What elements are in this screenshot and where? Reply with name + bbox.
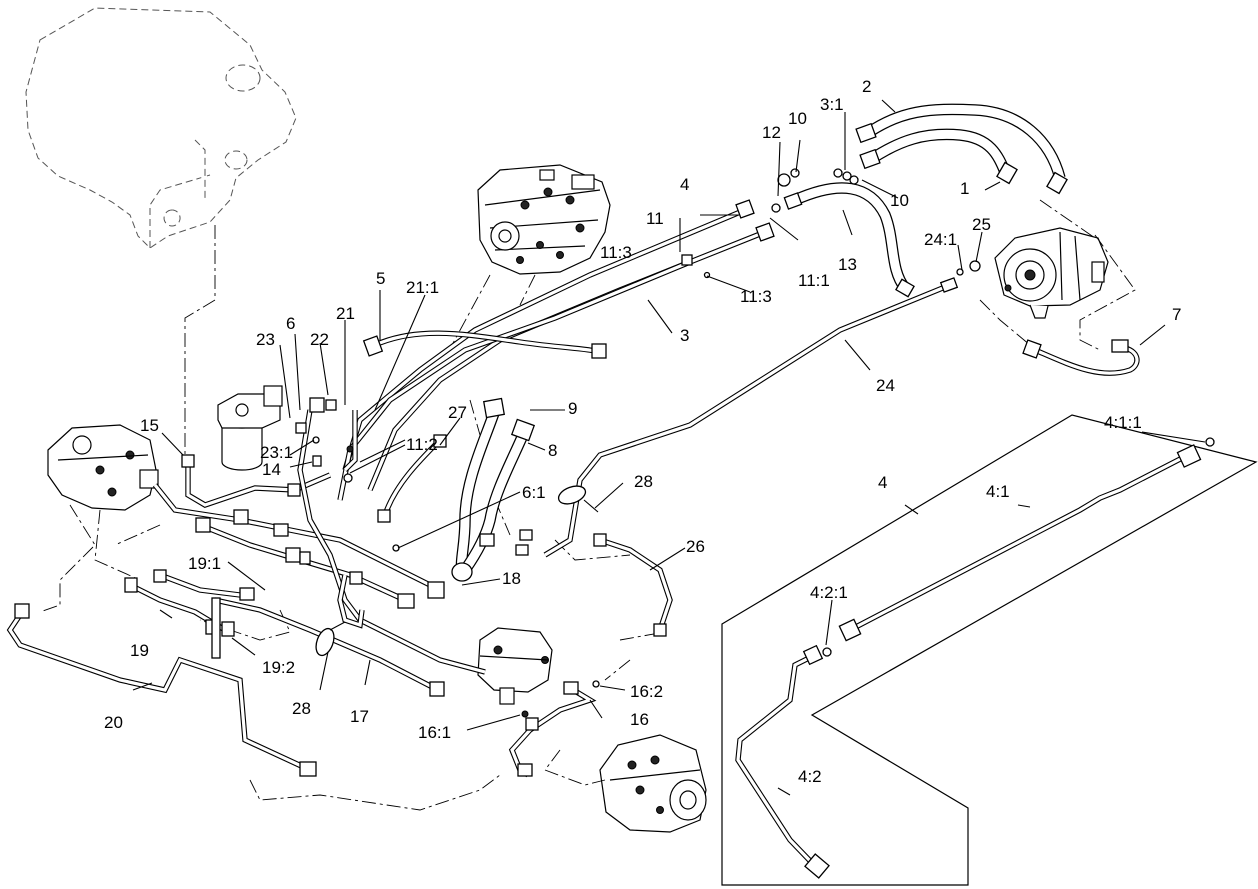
callout-21-1: 21:1 (406, 278, 439, 297)
callout-28-b: 28 (292, 699, 311, 718)
detail-callout-4-1-1: 4:1:1 (1104, 413, 1142, 432)
callout-5: 5 (376, 269, 385, 288)
callout-11: 11 (646, 209, 664, 228)
callout-2: 2 (862, 77, 871, 96)
detail-callout-4-1: 4:1 (986, 482, 1010, 501)
callout-14: 14 (262, 460, 281, 479)
hydraulic-tank-outline (25, 7, 297, 249)
fittings (14, 122, 1129, 777)
callout-12: 12 (762, 123, 781, 142)
callout-11-1: 11:1 (798, 271, 830, 290)
callout-25: 25 (972, 215, 991, 234)
callout-28-a: 28 (634, 472, 653, 491)
callout-1: 1 (960, 179, 969, 198)
detail-callout-4-2: 4:2 (798, 767, 822, 786)
detail-callout-4-2-1: 4:2:1 (810, 583, 848, 602)
right-hydraulic-motor (994, 227, 1109, 319)
callout-3: 3 (680, 326, 689, 345)
callout-22: 22 (310, 330, 329, 349)
detail-callout-4: 4 (878, 473, 887, 492)
callout-23: 23 (256, 330, 275, 349)
detail-callout-labels: 4 4:1 4:1:1 4:2 4:2:1 (798, 413, 1142, 786)
callout-10-a: 10 (788, 109, 807, 128)
callout-27: 27 (448, 403, 467, 422)
callout-13: 13 (838, 255, 857, 274)
callout-15: 15 (140, 416, 159, 435)
bottom-valve-block (477, 627, 553, 705)
callout-6: 6 (286, 314, 295, 333)
alignment-centerlines (39, 199, 1136, 811)
callout-16-2: 16:2 (630, 682, 663, 701)
callout-26: 26 (686, 537, 705, 556)
callout-19: 19 (130, 641, 149, 660)
callout-labels: 1 2 3 3:1 4 5 6 6:1 7 8 9 10 10 11 11:1 … (104, 77, 1181, 742)
callout-11-3-b: 11:3 (740, 287, 772, 306)
callout-24: 24 (876, 376, 895, 395)
callout-7: 7 (1172, 305, 1181, 324)
callout-9: 9 (568, 399, 577, 418)
callout-16: 16 (630, 710, 649, 729)
detail-callout-frame (721, 414, 1258, 886)
callout-6-1: 6:1 (522, 483, 546, 502)
callout-17: 17 (350, 707, 369, 726)
callout-4: 4 (680, 175, 689, 194)
callout-19-2: 19:2 (262, 658, 295, 677)
callout-18: 18 (502, 569, 521, 588)
callout-8: 8 (548, 441, 557, 460)
callout-3-1: 3:1 (820, 95, 844, 114)
callout-21: 21 (336, 304, 355, 323)
callout-20: 20 (104, 713, 123, 732)
callout-10-b: 10 (890, 191, 909, 210)
left-charge-pump (47, 424, 159, 511)
callout-23-1: 23:1 (260, 443, 293, 462)
callout-24-1: 24:1 (924, 230, 957, 249)
hydraulic-filter (217, 385, 283, 471)
callout-11-3-a: 11:3 (600, 243, 632, 262)
callout-19-1: 19:1 (188, 554, 221, 573)
callout-11-2: 11:2 (406, 435, 438, 454)
upper-pump-assembly (477, 164, 611, 275)
callout-leaders (132, 99, 1206, 796)
callout-16-1: 16:1 (418, 723, 451, 742)
bottom-drive-pump (599, 734, 707, 833)
